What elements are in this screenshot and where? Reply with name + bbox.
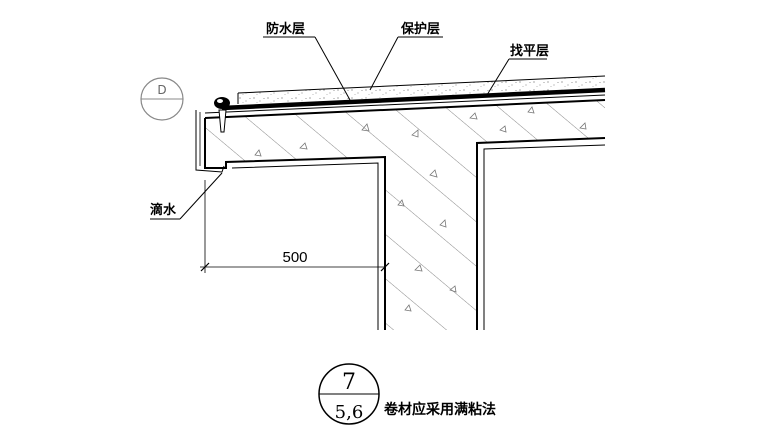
leveling-layer-text: 找平层 (510, 43, 549, 59)
concrete-structure (204, 99, 606, 330)
label-leveling-layer: 找平层 (486, 43, 549, 96)
protective-layer (237, 75, 606, 104)
detail-index-letter: D (157, 83, 166, 97)
detail-index-marker: D (140, 77, 184, 121)
eave-edge-detail (195, 97, 230, 173)
dimension-value: 500 (282, 249, 307, 266)
fastener-nail (218, 109, 227, 133)
waterproof-membrane (221, 87, 606, 111)
waterproof-layer-text: 防水层 (266, 21, 305, 37)
sealant-bead (214, 97, 230, 109)
label-drip: 滴水 (150, 172, 223, 220)
detail-number: 7 (342, 370, 356, 395)
detail-symbol: 7 5,6 (318, 363, 380, 425)
dimension-500: 500 (200, 180, 390, 273)
drip-text: 滴水 (150, 202, 177, 218)
detail-sheet: 5,6 (335, 402, 364, 423)
detail-caption: 卷材应采用满粘法 (383, 401, 496, 418)
drip-flashing (195, 110, 225, 173)
label-protective-layer: 保护层 (369, 21, 443, 91)
concrete-aggregate-marks (254, 106, 587, 312)
protective-layer-text: 保护层 (400, 21, 440, 37)
leveling-layer-line (204, 94, 606, 114)
label-waterproof-layer: 防水层 (263, 21, 351, 101)
